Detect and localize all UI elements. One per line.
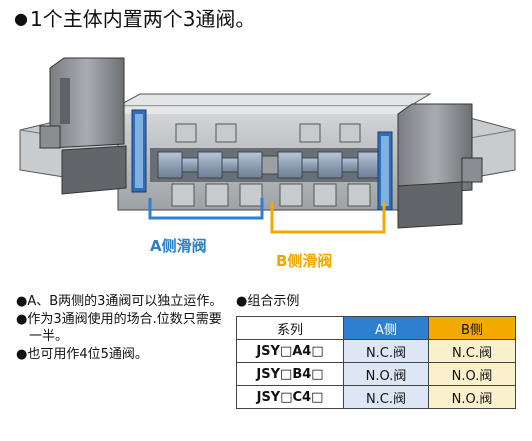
solenoid-right bbox=[397, 103, 483, 229]
combination-table: 系列 A侧 B侧 JSY□A4□ N.C.阀 N.C.阀 JSY□B4□ N.O… bbox=[236, 316, 516, 409]
header-a-side: A侧 bbox=[343, 316, 429, 340]
heading-text: 1个主体内置两个3通阀。 bbox=[29, 7, 256, 31]
port-blocks bbox=[171, 123, 371, 207]
table-row: JSY□B4□ N.O.阀 N.O.阀 bbox=[236, 362, 516, 386]
b-side-bracket bbox=[270, 202, 386, 234]
note-item: ●作为3通阀使用的场合.位数只需要一半。 bbox=[16, 311, 222, 345]
note-item: ●A、B两侧的3通阀可以独立运作。 bbox=[16, 294, 223, 309]
cell-a-side: N.C.阀 bbox=[343, 385, 429, 409]
table-row: JSY□C4□ N.C.阀 N.O.阀 bbox=[236, 385, 516, 409]
note-item: ●也可用作4位5通阀。 bbox=[16, 346, 148, 362]
heading-bullet: ● bbox=[14, 9, 28, 28]
feature-notes: ●A、B两侧的3通阀可以独立运作。 ●作为3通阀使用的场合.位数只需要一半。 ●… bbox=[16, 293, 228, 363]
cell-model: JSY□C4□ bbox=[236, 385, 344, 409]
pilot-piston-right bbox=[377, 131, 393, 211]
cell-b-side: N.O.阀 bbox=[428, 362, 516, 386]
a-side-label: A侧滑阀 bbox=[150, 237, 207, 255]
combo-title: ●组合示例 bbox=[236, 294, 300, 309]
header-b-side: B侧 bbox=[428, 316, 516, 340]
pilot-piston-left bbox=[131, 109, 147, 193]
a-side-bracket bbox=[148, 198, 264, 220]
cell-b-side: N.O.阀 bbox=[428, 385, 516, 409]
cell-b-side: N.C.阀 bbox=[428, 339, 516, 363]
cell-model: JSY□B4□ bbox=[236, 362, 344, 386]
solenoid-left bbox=[39, 57, 127, 195]
cell-a-side: N.C.阀 bbox=[343, 339, 429, 363]
cell-model: JSY□A4□ bbox=[236, 339, 344, 363]
header-series: 系列 bbox=[236, 316, 344, 340]
page-heading: ●1个主体内置两个3通阀。 bbox=[14, 6, 255, 32]
valve-cutaway-illustration bbox=[19, 57, 516, 234]
table-header-row: 系列 A侧 B侧 bbox=[236, 316, 516, 340]
cell-a-side: N.O.阀 bbox=[343, 362, 429, 386]
table-row: JSY□A4□ N.C.阀 N.C.阀 bbox=[236, 339, 516, 363]
spool-bore bbox=[150, 148, 390, 182]
b-side-label: B侧滑阀 bbox=[276, 252, 333, 270]
